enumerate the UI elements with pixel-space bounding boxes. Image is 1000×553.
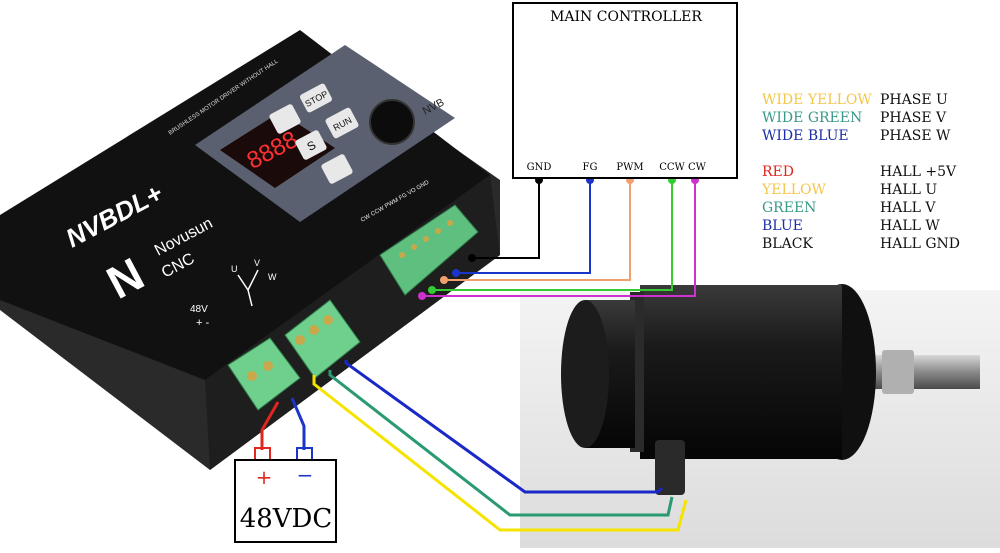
wiring-legend: WIDE YELLOW PHASE U WIDE GREEN PHASE V WIDE … xyxy=(761,92,960,252)
power-plus-mark: + - xyxy=(196,317,209,329)
motor-body xyxy=(640,285,842,459)
led-display xyxy=(220,112,335,188)
run-button[interactable] xyxy=(324,107,359,140)
phase-label-v: V xyxy=(254,258,260,268)
pin-label-gnd: GND xyxy=(527,162,552,173)
phase-label-w: W xyxy=(268,272,277,282)
pin-label-cw: CW xyxy=(688,162,707,173)
legend-wire-hall-u: YELLOW xyxy=(761,182,827,198)
phase-label-u: U xyxy=(231,264,238,274)
legend-signal-hall-gnd: HALL GND xyxy=(880,236,960,252)
cw-dot-driver xyxy=(418,292,426,300)
legend-wire-hall-5v: RED xyxy=(762,164,794,180)
wire-minus xyxy=(290,397,306,450)
power-supply-label: 48VDC xyxy=(240,504,333,534)
down-button[interactable] xyxy=(320,153,353,185)
battery-box xyxy=(234,459,337,543)
signal-wires xyxy=(422,180,696,297)
legend-signal-phase-v: PHASE V xyxy=(880,110,947,126)
power-terminal-block xyxy=(227,337,301,411)
wire-pwm xyxy=(444,180,631,281)
wire-gnd xyxy=(472,180,540,259)
stop-button[interactable] xyxy=(299,83,333,114)
wire-phase-v xyxy=(328,370,674,517)
legend-wire-phase-w: WIDE BLUE xyxy=(762,128,849,144)
wire-phase-w xyxy=(344,360,664,494)
terminal-blocks xyxy=(227,204,479,411)
phase-wires xyxy=(312,360,688,532)
set-button[interactable] xyxy=(294,129,327,161)
control-panel xyxy=(195,45,455,222)
power-input-label: 48V xyxy=(190,304,208,315)
phase-symbol xyxy=(237,269,259,307)
plus-sign: + xyxy=(256,465,273,489)
pwm-dot-driver xyxy=(440,276,448,284)
motor-rear-face xyxy=(561,300,609,448)
legend-signal-hall-5v: HALL +5V xyxy=(880,164,957,180)
wire-cw xyxy=(422,180,696,297)
shaft-coupler xyxy=(882,350,914,394)
legend-wire-hall-w: BLUE xyxy=(762,218,803,234)
up-button[interactable] xyxy=(268,103,301,135)
fg-dot-driver xyxy=(452,269,460,277)
wire-phase-u xyxy=(312,375,688,532)
legend-signal-hall-u: HALL U xyxy=(880,182,937,198)
main-controller: MAIN CONTROLLER GND FG PWM CCW CW xyxy=(512,2,738,179)
pin-label-ccw: CCW xyxy=(659,162,685,173)
motor-cable-boot xyxy=(655,440,685,495)
legend-signal-hall-v: HALL V xyxy=(880,200,936,216)
legend-signal-phase-u: PHASE U xyxy=(880,92,948,108)
terminal-screws xyxy=(247,220,453,381)
legend-signal-hall-w: HALL W xyxy=(880,218,940,234)
motor-photo xyxy=(520,284,1000,548)
minus-sign: − xyxy=(297,463,314,487)
gnd-dot-driver xyxy=(468,254,476,262)
legend-wire-phase-v: WIDE GREEN xyxy=(762,110,862,126)
ccw-dot-driver xyxy=(428,286,436,294)
wire-fg xyxy=(456,180,591,274)
signal-terminal-block xyxy=(379,204,479,296)
legend-wire-hall-gnd: BLACK xyxy=(762,236,813,252)
wire-ccw xyxy=(432,180,673,291)
speed-knob[interactable] xyxy=(369,99,415,145)
legend-wire-hall-v: GREEN xyxy=(762,200,816,216)
pin-label-pwm: PWM xyxy=(616,162,643,173)
power-supply: + − 48VDC xyxy=(234,397,337,543)
pin-label-fg: FG xyxy=(583,162,598,173)
controller-title: MAIN CONTROLLER xyxy=(550,9,702,25)
legend-signal-phase-w: PHASE W xyxy=(880,128,951,144)
motor-terminal-block xyxy=(284,299,361,379)
legend-wire-phase-u: WIDE YELLOW xyxy=(762,92,872,108)
wire-plus xyxy=(260,401,280,450)
controller-box xyxy=(512,2,738,179)
